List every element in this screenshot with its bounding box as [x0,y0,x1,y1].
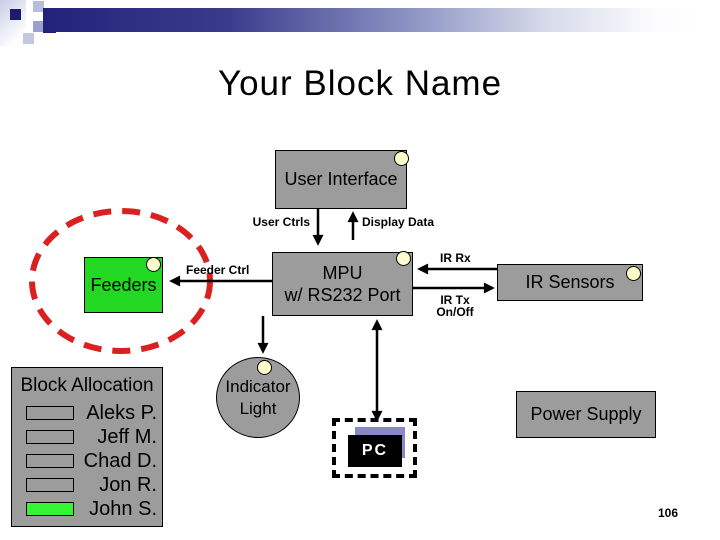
corner-gradient-strip [0,0,26,46]
decoration-square-dark [10,9,21,20]
label-user-ctrls: User Ctrls [252,215,310,229]
indicator-light-label: Indicator Light [225,377,291,418]
pc-block: PC [332,418,417,478]
label-ir-rx: IR Rx [440,251,471,265]
allocation-row: John S. [12,497,162,521]
allocation-swatch [26,430,74,444]
allocation-name: Aleks P. [86,401,157,424]
allocation-swatch [26,406,74,420]
mpu-label-line2: w/ RS232 Port [284,285,401,305]
mpu-block: MPU w/ RS232 Port [272,251,413,316]
allocation-name: Chad D. [83,449,157,472]
allocation-name: Jon R. [99,473,157,496]
slide-title: Your Block Name [217,64,503,103]
header-gradient-bar [43,8,703,32]
block-allocation-title: Block Allocation [20,375,154,396]
page-number: 106 [657,506,678,520]
label-ir-tx-on-off: On/Off [436,305,474,319]
power-supply-block: Power Supply [516,391,656,438]
allocation-name: Jeff M. [97,425,157,448]
user-interface-block: User Interface [275,150,409,209]
decoration-square-light2 [23,33,34,44]
ir-sensors-block: IR Sensors [497,264,643,301]
user-interface-label: User Interface [284,169,398,190]
ir-sensors-label: IR Sensors [525,272,615,293]
allocation-name: John S. [89,497,157,520]
mpu-label-line1: MPU [322,262,363,283]
power-supply-label: Power Supply [530,404,642,425]
note-dot-icon [146,257,161,272]
feeders-label: Feeders [90,274,157,295]
allocation-swatch [26,502,74,516]
note-dot-icon [257,360,272,375]
label-feeder-ctrl: Feeder Ctrl [186,263,250,277]
feeders-block: Feeders [84,257,163,313]
pc-monitor-icon: PC [348,435,402,467]
block-allocation-panel: Block Allocation Aleks P. Jeff M. Chad D… [11,367,163,527]
note-dot-icon [394,151,409,166]
allocation-row: Aleks P. [12,401,162,425]
allocation-row: Jon R. [12,473,162,497]
allocation-swatch [26,478,74,492]
label-ir-tx: IR Tx [440,293,470,307]
allocation-swatch [26,454,74,468]
allocation-row: Jeff M. [12,425,162,449]
allocation-row: Chad D. [12,449,162,473]
note-dot-icon [396,251,411,266]
decoration-square-medium [33,21,44,32]
indicator-light-block: Indicator Light [216,357,300,438]
note-dot-icon [626,266,641,281]
label-display-data: Display Data [362,215,435,229]
decoration-square-light [33,1,44,12]
